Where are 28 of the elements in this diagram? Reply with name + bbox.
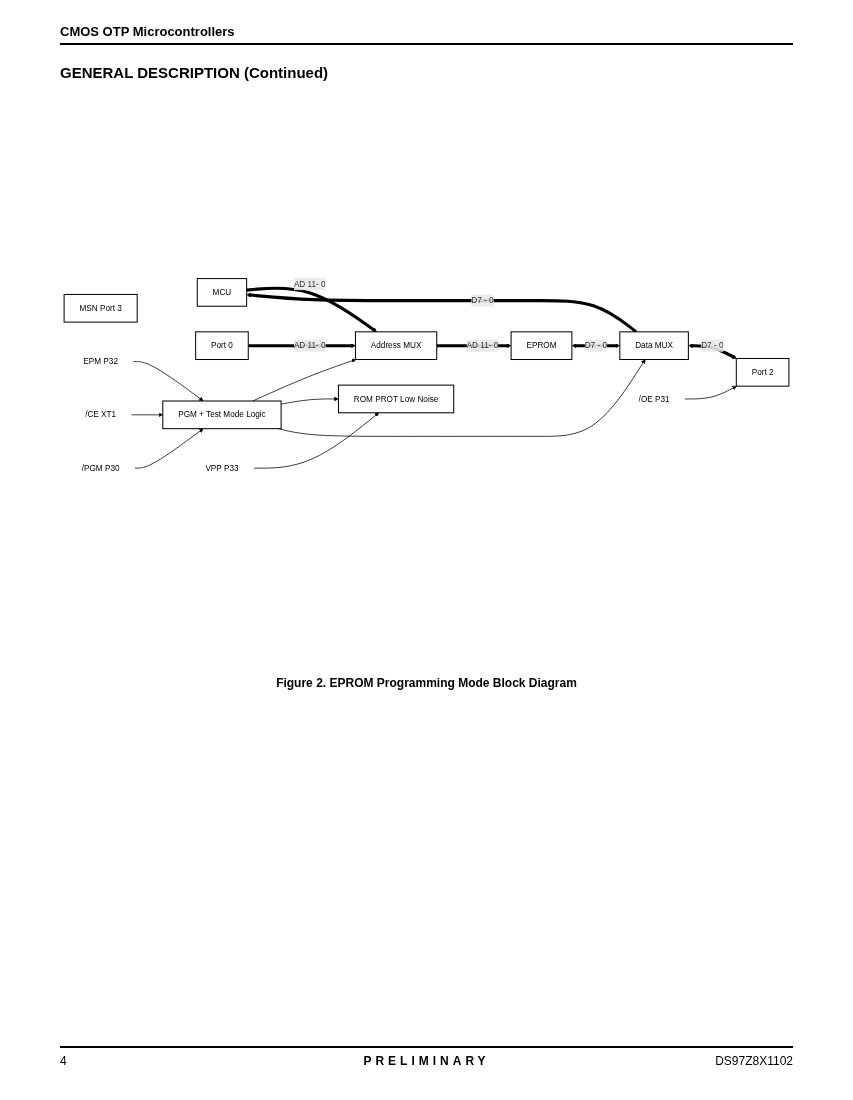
node-box: ROM PROT Low Noise	[337, 384, 455, 414]
document-number: DS97Z8X1102	[715, 1054, 793, 1068]
node-box: EPROM	[510, 331, 573, 360]
node-box: Port 2	[735, 357, 790, 387]
footer-text: PRELIMINARY	[363, 1054, 490, 1068]
node-box: Port 0	[195, 331, 249, 360]
edge-label: AD 11- 0	[293, 279, 326, 289]
arrow	[246, 286, 377, 333]
edge-label: AD 11- 0	[466, 341, 499, 350]
page-number: 4	[60, 1054, 67, 1068]
figure-caption: Figure 2. EPROM Programming Mode Block Diagram	[275, 676, 578, 690]
header-text: CMOS OTP Microcontrollers	[60, 24, 235, 39]
edge-label: AD 11- 0	[293, 341, 326, 350]
node-text: VPP P33	[205, 463, 239, 473]
edge-label: D7 - 0	[584, 341, 608, 350]
node-text: /OE P31	[638, 394, 670, 404]
node-box: PGM + Test Mode Logic	[162, 400, 282, 430]
node-box: Data MUX	[619, 331, 689, 360]
node-text: /PGM P30	[81, 463, 120, 473]
arrow	[688, 343, 737, 359]
node-box: MSN Port 3	[63, 293, 138, 323]
node-text: /CE XT1	[85, 410, 117, 419]
edge-label: D7 - 0	[471, 295, 494, 305]
node-box: MCU	[196, 278, 248, 307]
edge-label: D7 - 0	[701, 341, 724, 350]
section-heading: GENERAL DESCRIPTION (Continued)	[60, 64, 329, 81]
node-box: Address MUX	[354, 331, 438, 360]
node-text: EPM P32	[83, 356, 118, 366]
